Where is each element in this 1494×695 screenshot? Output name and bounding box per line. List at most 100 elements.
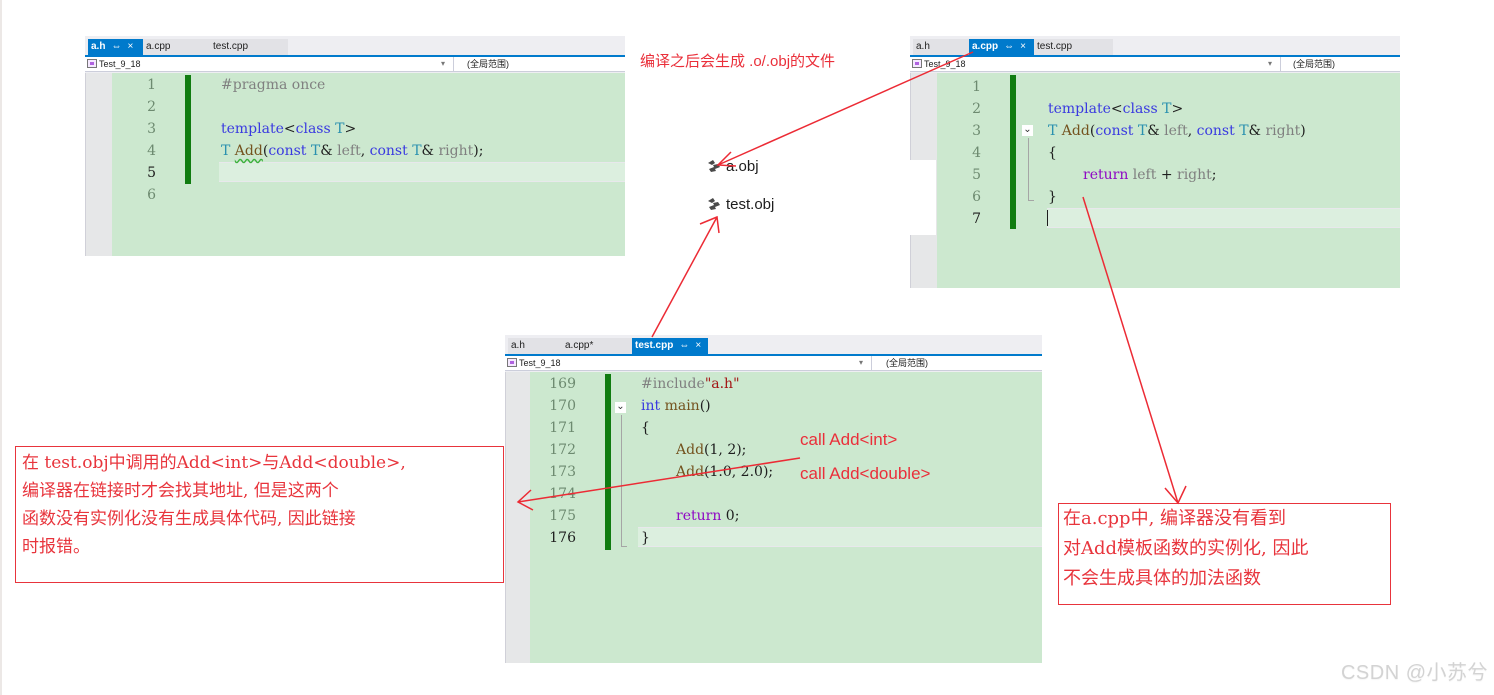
code-area[interactable]: ⌄ 169#include"a.h" 170 int main() 171 { 17… <box>530 372 1042 663</box>
change-tracking-bar <box>1010 75 1016 229</box>
line-number: 6 <box>972 189 981 205</box>
object-file-test: test.obj <box>706 196 774 213</box>
code-line: 169#include"a.h" <box>530 373 1042 395</box>
close-icon[interactable]: × <box>127 41 134 52</box>
tab-label: test.cpp <box>213 41 249 52</box>
navigation-bar: Test_9_18 ▾ (全局范围) <box>85 57 625 72</box>
tab-test-cpp[interactable]: test.cpp⇔× <box>632 338 708 354</box>
chevron-down-icon[interactable]: ▾ <box>859 358 864 367</box>
tab-a-cpp[interactable]: a.cpp ⇔ × <box>969 39 1034 55</box>
line-number: 1 <box>147 77 156 93</box>
object-file-icon <box>706 197 724 211</box>
code-line: 6 <box>112 184 625 206</box>
pin-icon[interactable]: ⇔ <box>679 340 690 351</box>
change-tracking-bar <box>185 75 191 184</box>
tab-bar: a.h⇔× a.cpp test.cpp <box>85 36 625 55</box>
divider <box>871 356 872 370</box>
tab-test-cpp[interactable]: test.cpp <box>1034 39 1113 55</box>
link-error-note: 在 test.obj中调用的Add<int>与Add<double>, 编译器在… <box>15 446 504 583</box>
project-name: Test_9_18 <box>924 59 966 69</box>
code-text: { <box>641 420 650 436</box>
pin-icon[interactable]: ⇔ <box>1004 41 1015 52</box>
tab-a-h[interactable]: a.h⇔× <box>88 39 143 55</box>
code-text: } <box>1048 189 1057 205</box>
close-icon[interactable]: × <box>1020 41 1026 52</box>
line-number: 1 <box>972 79 981 95</box>
code-text: T Add(const T& left, const T& right) <box>1048 123 1306 139</box>
tab-a-cpp[interactable]: a.cpp <box>143 39 210 55</box>
project-icon <box>912 59 922 68</box>
line-number: 171 <box>549 420 576 436</box>
line-number: 2 <box>147 99 156 115</box>
code-line: 5 return left + right; <box>937 164 1400 186</box>
tab-label: a.cpp* <box>565 340 594 351</box>
collapse-icon[interactable]: ⌄ <box>1022 124 1033 136</box>
code-line: 174 <box>530 483 1042 505</box>
navigation-bar: Test_9_18 ▾ (全局范围) <box>505 356 1042 371</box>
tab-label: a.cpp <box>146 41 171 52</box>
code-line: 1 <box>937 76 1400 98</box>
code-line: 3 T Add(const T& left, const T& right) <box>937 120 1400 142</box>
code-line: 6} <box>937 186 1400 208</box>
code-line: 5 <box>112 162 625 184</box>
line-number: 4 <box>147 143 156 159</box>
line-number: 175 <box>549 508 576 524</box>
code-line: 1 #pragma once <box>112 74 625 96</box>
call-add-int-label: call Add<int> <box>800 430 898 449</box>
code-line: 2 <box>112 96 625 118</box>
tab-underline <box>505 354 1042 356</box>
line-number: 170 <box>549 398 576 414</box>
object-file-name: test.obj <box>726 196 775 213</box>
line-number: 176 <box>549 530 576 546</box>
line-number: 5 <box>972 167 981 183</box>
editor-a-cpp: a.h a.cpp⇔× test.cpp Test_9_18 ▾ (全局范围) … <box>910 36 1400 288</box>
code-line: 176} <box>530 527 1042 549</box>
code-text: Add(1, 2); <box>676 442 747 458</box>
tab-test-cpp[interactable]: test.cpp <box>210 39 288 55</box>
code-text: { <box>1048 145 1057 161</box>
scope-dropdown[interactable]: (全局范围) <box>467 59 509 69</box>
overlap-cutout <box>910 160 936 235</box>
tab-underline <box>85 55 625 57</box>
line-number: 173 <box>549 464 576 480</box>
scope-dropdown[interactable]: (全局范围) <box>1293 59 1335 69</box>
code-text: template<class T> <box>1048 101 1184 117</box>
line-number: 6 <box>147 187 156 203</box>
code-text: int main() <box>641 398 711 414</box>
code-text: return left + right; <box>1083 167 1217 183</box>
current-line-highlight <box>219 162 625 182</box>
code-text: #pragma once <box>221 77 326 93</box>
project-dropdown[interactable]: Test_9_18 <box>912 57 966 71</box>
object-file-icon <box>706 159 724 173</box>
tab-label: test.cpp <box>1037 41 1073 52</box>
line-number: 174 <box>549 486 576 502</box>
chevron-down-icon[interactable]: ▾ <box>441 59 446 68</box>
project-dropdown[interactable]: Test_9_18 <box>507 356 561 370</box>
close-icon[interactable]: × <box>695 340 702 351</box>
code-line: 170 int main() <box>530 395 1042 417</box>
code-line: 2 template<class T> <box>937 98 1400 120</box>
tab-label: a.h <box>916 41 930 52</box>
tab-a-cpp[interactable]: a.cpp* <box>563 338 632 354</box>
code-area[interactable]: ⌄ 1 2 template<class T> 3 T Add(const T& l… <box>937 73 1400 288</box>
line-number: 3 <box>972 123 981 139</box>
collapse-icon[interactable]: ⌄ <box>615 401 626 413</box>
no-instantiation-note: 在a.cpp中, 编译器没有看到 对Add模板函数的实例化, 因此 不会生成具体… <box>1058 503 1391 605</box>
pin-icon[interactable]: ⇔ <box>111 41 122 52</box>
navigation-bar: Test_9_18 ▾ (全局范围) <box>910 57 1400 72</box>
project-dropdown[interactable]: Test_9_18 <box>87 57 141 71</box>
tab-a-h[interactable]: a.h <box>508 338 563 354</box>
line-number: 2 <box>972 101 981 117</box>
current-line-highlight <box>638 527 1042 547</box>
scope-dropdown[interactable]: (全局范围) <box>886 358 928 368</box>
code-line: 171 { <box>530 417 1042 439</box>
code-line: 7 <box>937 208 1400 230</box>
tab-a-h[interactable]: a.h <box>913 39 969 55</box>
tab-label: a.cpp <box>972 41 999 52</box>
watermark: CSDN @小苏兮 <box>1340 662 1488 684</box>
code-text: return 0; <box>676 508 740 524</box>
chevron-down-icon[interactable]: ▾ <box>1268 59 1273 68</box>
tab-bar: a.h a.cpp* test.cpp⇔× <box>505 335 1042 354</box>
